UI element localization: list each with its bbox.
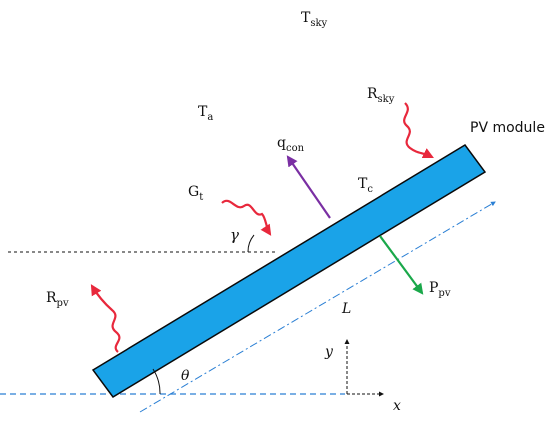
pv-radiation-arrow [90, 284, 121, 353]
length-axis [139, 201, 496, 413]
label-axis-y: y [324, 344, 334, 360]
convection-arrow [286, 155, 331, 219]
irradiance-arrow [221, 199, 272, 236]
label-gamma: γ [230, 226, 239, 244]
label-axis-x: x [393, 398, 401, 414]
label-length: L [341, 301, 351, 317]
label-theta: θ [181, 368, 190, 384]
label-p-pv: Ppv [429, 280, 451, 299]
incidence-angle-arc [247, 234, 255, 253]
label-t-c: Tc [358, 176, 373, 195]
label-g-t: Gt [188, 184, 203, 203]
tilt-angle-arc [152, 368, 161, 395]
label-r-sky: Rsky [367, 86, 395, 105]
label-t-a: Ta [198, 104, 213, 123]
label-r-pv: Rpv [46, 290, 69, 309]
sky-radiation-arrow [403, 102, 434, 158]
pv-module-panel [91, 144, 487, 398]
label-pv-module: PV module [470, 120, 545, 136]
label-q-con: qcon [277, 135, 305, 154]
power-output-arrow [379, 235, 424, 295]
label-t-sky: Tsky [301, 10, 328, 29]
